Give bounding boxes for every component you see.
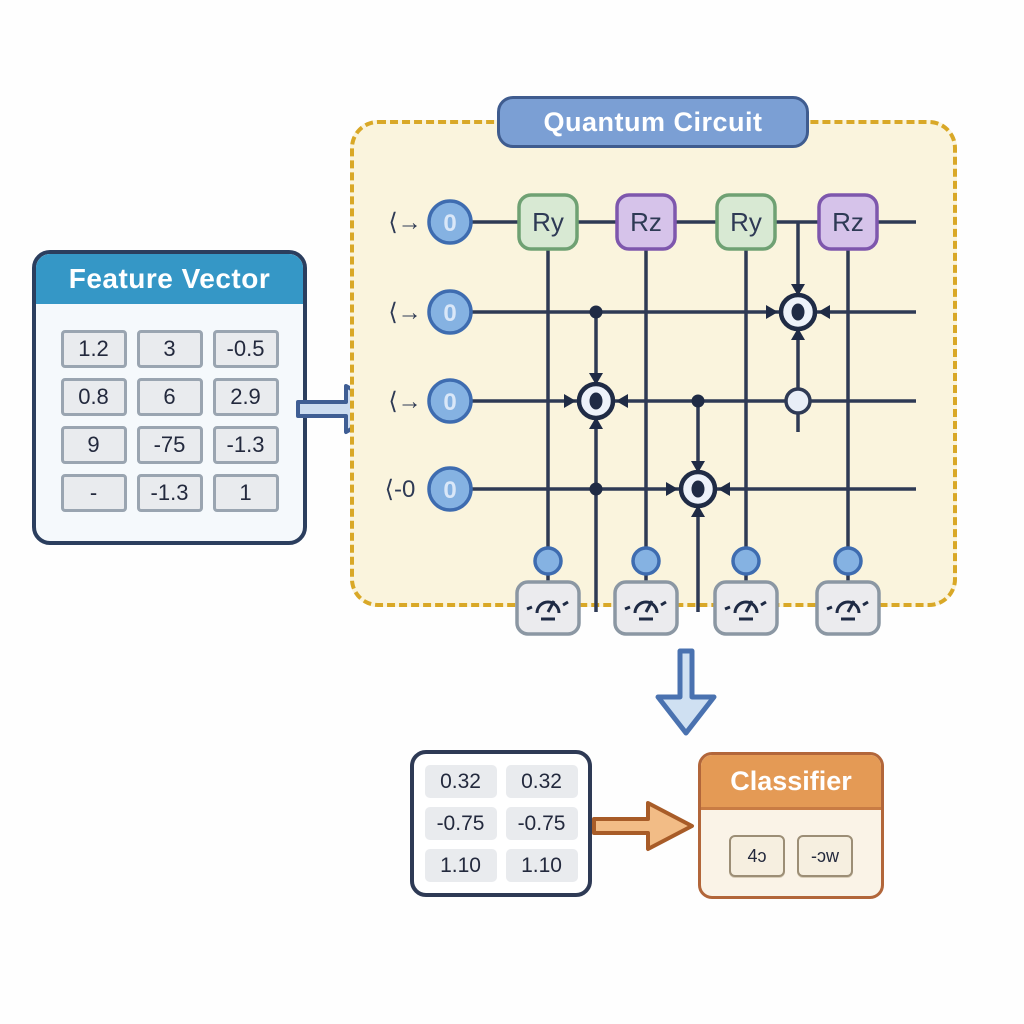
measurement-unit: [515, 546, 581, 636]
output-cell: 1.10: [424, 849, 497, 882]
classifier-class-button: -ɔw: [797, 835, 853, 877]
arrowhead-up: [691, 505, 705, 517]
classifier-panel: Classifier 4ɔ -ɔw: [698, 752, 884, 899]
classifier-body: 4ɔ -ɔw: [701, 810, 881, 896]
feature-cell: -0.5: [212, 330, 279, 368]
arrowhead-down: [791, 284, 805, 296]
qubit-inits: ⟨→ 0 ⟨→ 0 ⟨→ 0 ⟨-0 0: [385, 199, 473, 512]
feature-vector-panel: Feature Vector 1.2 3 -0.5 0.8 6 2.9 9 -7…: [32, 250, 307, 545]
feature-cell: 9: [60, 426, 127, 464]
classifier-class-button: 4ɔ: [729, 835, 785, 877]
gate-label: Ry: [730, 207, 762, 237]
arrowhead-down: [691, 461, 705, 473]
gauge-meter-icon: [624, 600, 667, 621]
feature-cell: 1: [212, 474, 279, 512]
output-cell: -0.75: [424, 807, 497, 840]
gauge-meter-icon: [526, 600, 569, 621]
feature-cell: -: [60, 474, 127, 512]
feature-cell: 3: [136, 330, 203, 368]
cnot-target-q3: [564, 373, 628, 429]
output-cell: -0.75: [505, 807, 578, 840]
qubit-state-q2: 0: [443, 300, 456, 327]
ket-label-q4: ⟨-0: [385, 476, 416, 503]
feature-cell: 6: [136, 378, 203, 416]
arrowhead-right: [766, 305, 778, 319]
open-control-q3: [784, 387, 812, 415]
feature-cell: -1.3: [212, 426, 279, 464]
measurement-unit: [613, 546, 679, 636]
feature-cell: 0.8: [60, 378, 127, 416]
qubit-state-q4: 0: [443, 477, 456, 504]
gate-label: Rz: [832, 207, 864, 237]
measure-node: [833, 546, 863, 576]
feature-cell: -1.3: [136, 474, 203, 512]
gate-rz-1: Rz: [615, 193, 677, 251]
arrowhead-left: [616, 394, 628, 408]
gate-ry-2: Ry: [715, 193, 777, 251]
gauge-meter-icon: [724, 600, 767, 621]
measure-node: [533, 546, 563, 576]
qubit-circle-q4: [427, 466, 473, 512]
output-cell: 0.32: [505, 765, 578, 798]
gate-label: Rz: [630, 207, 662, 237]
quantum-circuit-diagram: Ry Rz Ry Rz ⟨→ 0 ⟨→ 0 ⟨→ 0 ⟨-0 0: [385, 193, 916, 636]
ket-label-q2: ⟨→: [388, 299, 421, 326]
qubit-state-q1: 0: [443, 210, 456, 237]
arrowhead-right: [564, 394, 576, 408]
qubit-circle-q1: [427, 199, 473, 245]
control-dots: [589, 305, 705, 496]
feature-vector-grid: 1.2 3 -0.5 0.8 6 2.9 9 -75 -1.3 - -1.3 1: [36, 330, 303, 512]
output-to-classifier-arrow: [592, 801, 694, 851]
gate-label: Ry: [532, 207, 564, 237]
output-cell: 0.32: [424, 765, 497, 798]
output-vector-panel: 0.32 0.32 -0.75 -0.75 1.10 1.10: [410, 750, 592, 897]
quantum-circuit-title: Quantum Circuit: [497, 96, 809, 148]
classifier-title: Classifier: [701, 755, 881, 810]
circuit-to-output-arrow: [655, 648, 717, 736]
qubit-circle-q3: [427, 378, 473, 424]
control-lines: [594, 222, 800, 612]
arrowhead-up: [791, 328, 805, 340]
gauge-meter-icon: [826, 600, 869, 621]
output-cell: 1.10: [505, 849, 578, 882]
ket-label-q1: ⟨→: [388, 209, 421, 236]
feature-vector-title: Feature Vector: [36, 254, 303, 304]
measurement-unit: [713, 546, 779, 636]
cnot-target-q2: [766, 284, 830, 340]
arrowhead-left: [818, 305, 830, 319]
gate-rz-2: Rz: [817, 193, 879, 251]
measurement-units: [515, 546, 881, 636]
measure-node: [631, 546, 661, 576]
feature-cell: 2.9: [212, 378, 279, 416]
cnot-target-q4: [666, 461, 730, 517]
qubit-state-q3: 0: [443, 389, 456, 416]
gate-columns: [546, 249, 850, 548]
arrowhead-down: [589, 373, 603, 385]
gate-ry-1: Ry: [517, 193, 579, 251]
ket-label-q3: ⟨→: [388, 388, 421, 415]
measure-node: [731, 546, 761, 576]
qubit-circle-q2: [427, 289, 473, 335]
arrowhead-right: [666, 482, 678, 496]
arrowhead-up: [589, 417, 603, 429]
arrowhead-left: [718, 482, 730, 496]
feature-cell: 1.2: [60, 330, 127, 368]
measurement-unit: [815, 546, 881, 636]
feature-cell: -75: [136, 426, 203, 464]
